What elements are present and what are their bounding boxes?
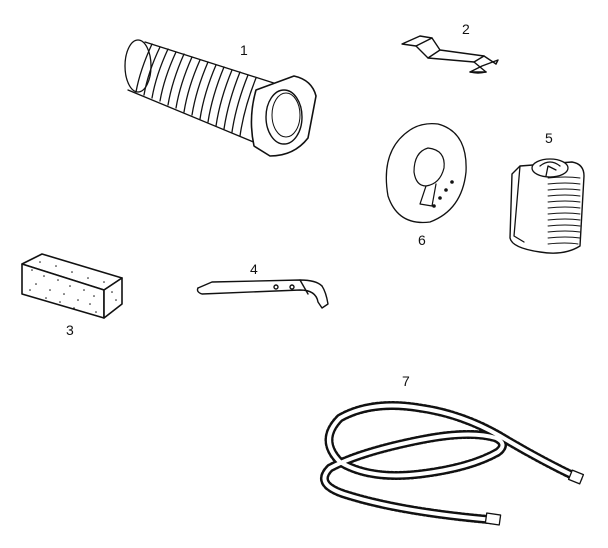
part-2-bracket — [401, 35, 499, 74]
part-3-foam-block — [21, 253, 123, 319]
part-7-hose — [319, 401, 585, 526]
part-label-6: 6 — [418, 232, 426, 248]
part-label-7: 7 — [402, 373, 410, 389]
part-label-1: 1 — [240, 42, 248, 58]
part-1-duct-sleeve — [124, 39, 317, 157]
duct-flange — [250, 75, 317, 157]
part-4-latch-rod — [196, 279, 329, 309]
foam-texture — [29, 261, 117, 313]
part-5-canister — [509, 158, 585, 254]
part-label-4: 4 — [250, 261, 258, 277]
part-label-5: 5 — [545, 130, 553, 146]
part-label-2: 2 — [462, 21, 470, 37]
part-6-ring-plate — [385, 122, 467, 224]
ring-plate-holes — [432, 180, 454, 208]
duct-body — [124, 39, 281, 149]
canister-coils — [547, 176, 581, 245]
part-label-3: 3 — [66, 322, 74, 338]
